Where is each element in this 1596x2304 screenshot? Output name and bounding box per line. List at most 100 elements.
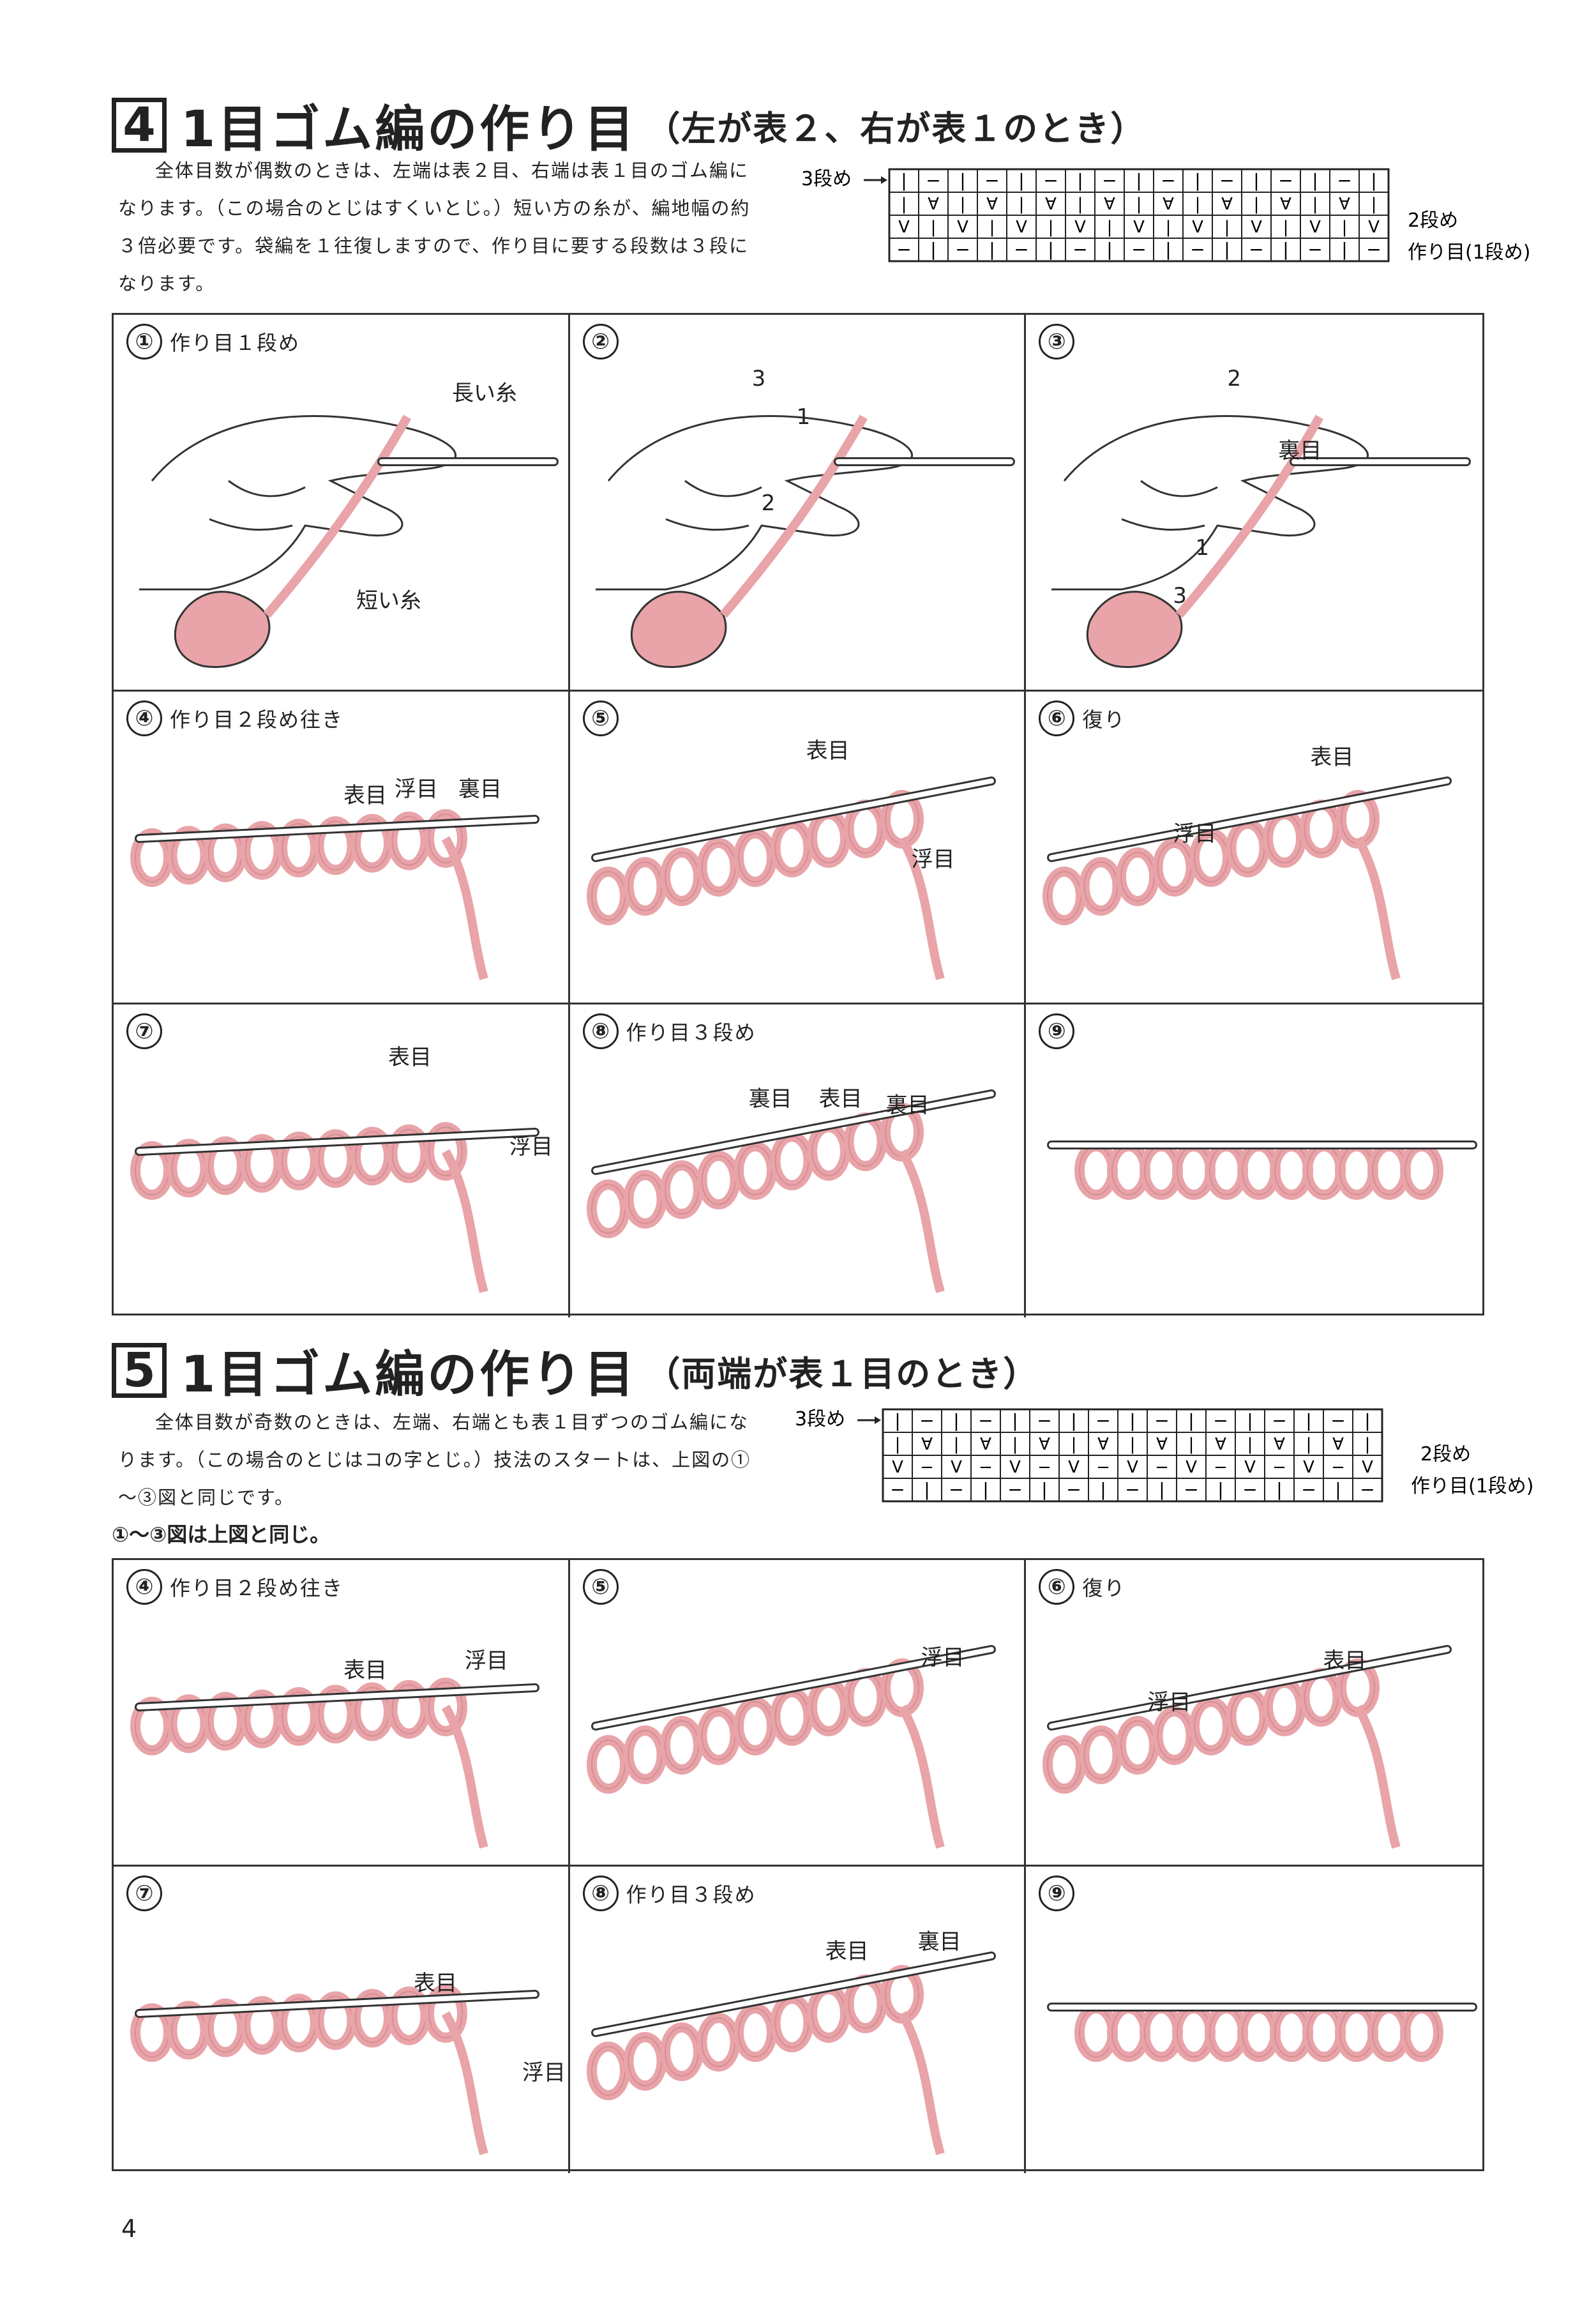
section5-step-1-illustration	[130, 1678, 539, 1849]
step-caption: 作り目２段め往き	[170, 708, 344, 732]
svg-text:|: |	[982, 1479, 988, 1500]
svg-text:|: |	[1165, 239, 1171, 260]
step-label: 表目	[1310, 745, 1354, 770]
svg-text:|: |	[1217, 1479, 1223, 1500]
section4-step-8-illustration	[586, 1089, 996, 1293]
svg-text:|: |	[1019, 195, 1025, 214]
svg-text:|: |	[1188, 1410, 1194, 1431]
svg-text:∀: ∀	[1163, 195, 1174, 214]
svg-text:|: |	[1078, 195, 1083, 214]
svg-text:|: |	[1276, 1479, 1282, 1500]
svg-text:∀: ∀	[928, 195, 939, 214]
step-label: 浮目	[465, 1648, 508, 1674]
svg-text:∀: ∀	[1339, 195, 1350, 214]
step-header: ⑨	[1039, 1013, 1075, 1049]
svg-text:|: |	[1189, 1435, 1194, 1454]
svg-text:∀: ∀	[986, 195, 998, 214]
svg-text:∀: ∀	[1104, 195, 1115, 214]
step-label: 浮目	[911, 847, 955, 872]
svg-text:|: |	[1313, 195, 1318, 214]
svg-text:V: V	[951, 1458, 962, 1477]
step-number: ⑤	[582, 701, 619, 736]
svg-text:V: V	[1368, 218, 1380, 237]
step-header: ②	[582, 324, 619, 360]
section4-step-4-knitted-row	[130, 809, 467, 887]
section4-step-4-illustration	[130, 809, 539, 980]
step-caption: 復り	[1082, 1576, 1126, 1600]
section4-step-8-knitted-row	[586, 1103, 924, 1238]
svg-text:−: −	[890, 1479, 905, 1500]
section5-stitch-chart: 3段め ||V−−∀−|||V−−∀−|||V−−∀−|||V−−∀−|||V−…	[795, 1400, 1534, 1508]
step-caption: 復り	[1082, 708, 1126, 732]
section4-step-9-panel: ⑨	[1026, 1004, 1482, 1317]
step-header: ③	[1039, 324, 1075, 360]
svg-text:−: −	[926, 170, 940, 191]
svg-text:V: V	[1251, 218, 1262, 237]
step-label: 表目	[818, 1086, 862, 1112]
svg-text:−: −	[1037, 1458, 1051, 1477]
svg-text:V: V	[1016, 218, 1027, 237]
svg-text:|: |	[960, 170, 965, 191]
svg-text:∀: ∀	[1215, 1435, 1226, 1454]
step-label: 表目	[1323, 1648, 1367, 1674]
svg-text:|: |	[1194, 170, 1200, 191]
step-label: 浮目	[921, 1645, 965, 1671]
svg-text:|: |	[1283, 239, 1288, 260]
svg-text:−: −	[1360, 1479, 1374, 1500]
step-number: ⑤	[582, 1569, 619, 1605]
section4-number-box: 4	[112, 98, 167, 153]
svg-text:|: |	[1071, 1435, 1077, 1454]
svg-text:−: −	[1131, 239, 1146, 260]
section4-step-8-needle	[591, 1089, 996, 1175]
svg-text:|: |	[1253, 170, 1259, 191]
svg-text:|: |	[1224, 218, 1230, 237]
svg-text:−: −	[920, 1458, 934, 1477]
svg-text:V: V	[898, 218, 910, 237]
svg-text:−: −	[1278, 170, 1293, 191]
section5-chart-label-top: 3段め	[795, 1408, 845, 1430]
step-number: ⑥	[1039, 1569, 1075, 1605]
step-label: 1	[1195, 535, 1209, 561]
svg-text:|: |	[1012, 1410, 1018, 1431]
step-label: 表目	[343, 783, 387, 808]
svg-text:−: −	[1096, 1458, 1110, 1477]
svg-text:∀: ∀	[1332, 1435, 1344, 1454]
svg-text:|: |	[1159, 1479, 1164, 1500]
step-caption: 作り目２段め往き	[170, 1576, 344, 1600]
step-label: 浮目	[1173, 821, 1217, 847]
step-label: 浮目	[509, 1134, 553, 1160]
step-label: 表目	[343, 1658, 387, 1683]
section5-step-2-panel: ⑤ 浮目	[569, 1560, 1027, 1867]
section5-step-3-knitted-row	[1043, 1658, 1380, 1794]
svg-text:−: −	[1242, 1479, 1257, 1500]
section5-step-1-needle	[135, 1683, 539, 1711]
step-header: ⑥ 復り	[1039, 1569, 1125, 1605]
svg-text:V: V	[1074, 218, 1086, 237]
step-number: ⑧	[582, 1013, 619, 1049]
svg-text:|: |	[1195, 195, 1201, 214]
section4-step-2-hand-drawing	[595, 415, 913, 591]
section4-chart-label-bottom: 作り目(1段め)	[1408, 241, 1531, 264]
step-header: ⑤	[582, 701, 619, 736]
section4-step-3-yarn-ball	[1087, 591, 1183, 668]
svg-text:−: −	[984, 170, 999, 191]
section4-step-5-needle	[591, 777, 996, 862]
section5-step-6-knitted-row	[1074, 2003, 1444, 2062]
section5-step-5-yarn-tail	[898, 2011, 945, 2155]
step-label: 表目	[414, 1971, 457, 1996]
svg-text:−: −	[955, 239, 970, 260]
svg-text:∀: ∀	[1097, 1435, 1109, 1454]
section5-step-3-illustration	[1043, 1645, 1452, 1849]
step-label: 3	[751, 366, 766, 391]
svg-text:|: |	[1247, 1410, 1253, 1431]
